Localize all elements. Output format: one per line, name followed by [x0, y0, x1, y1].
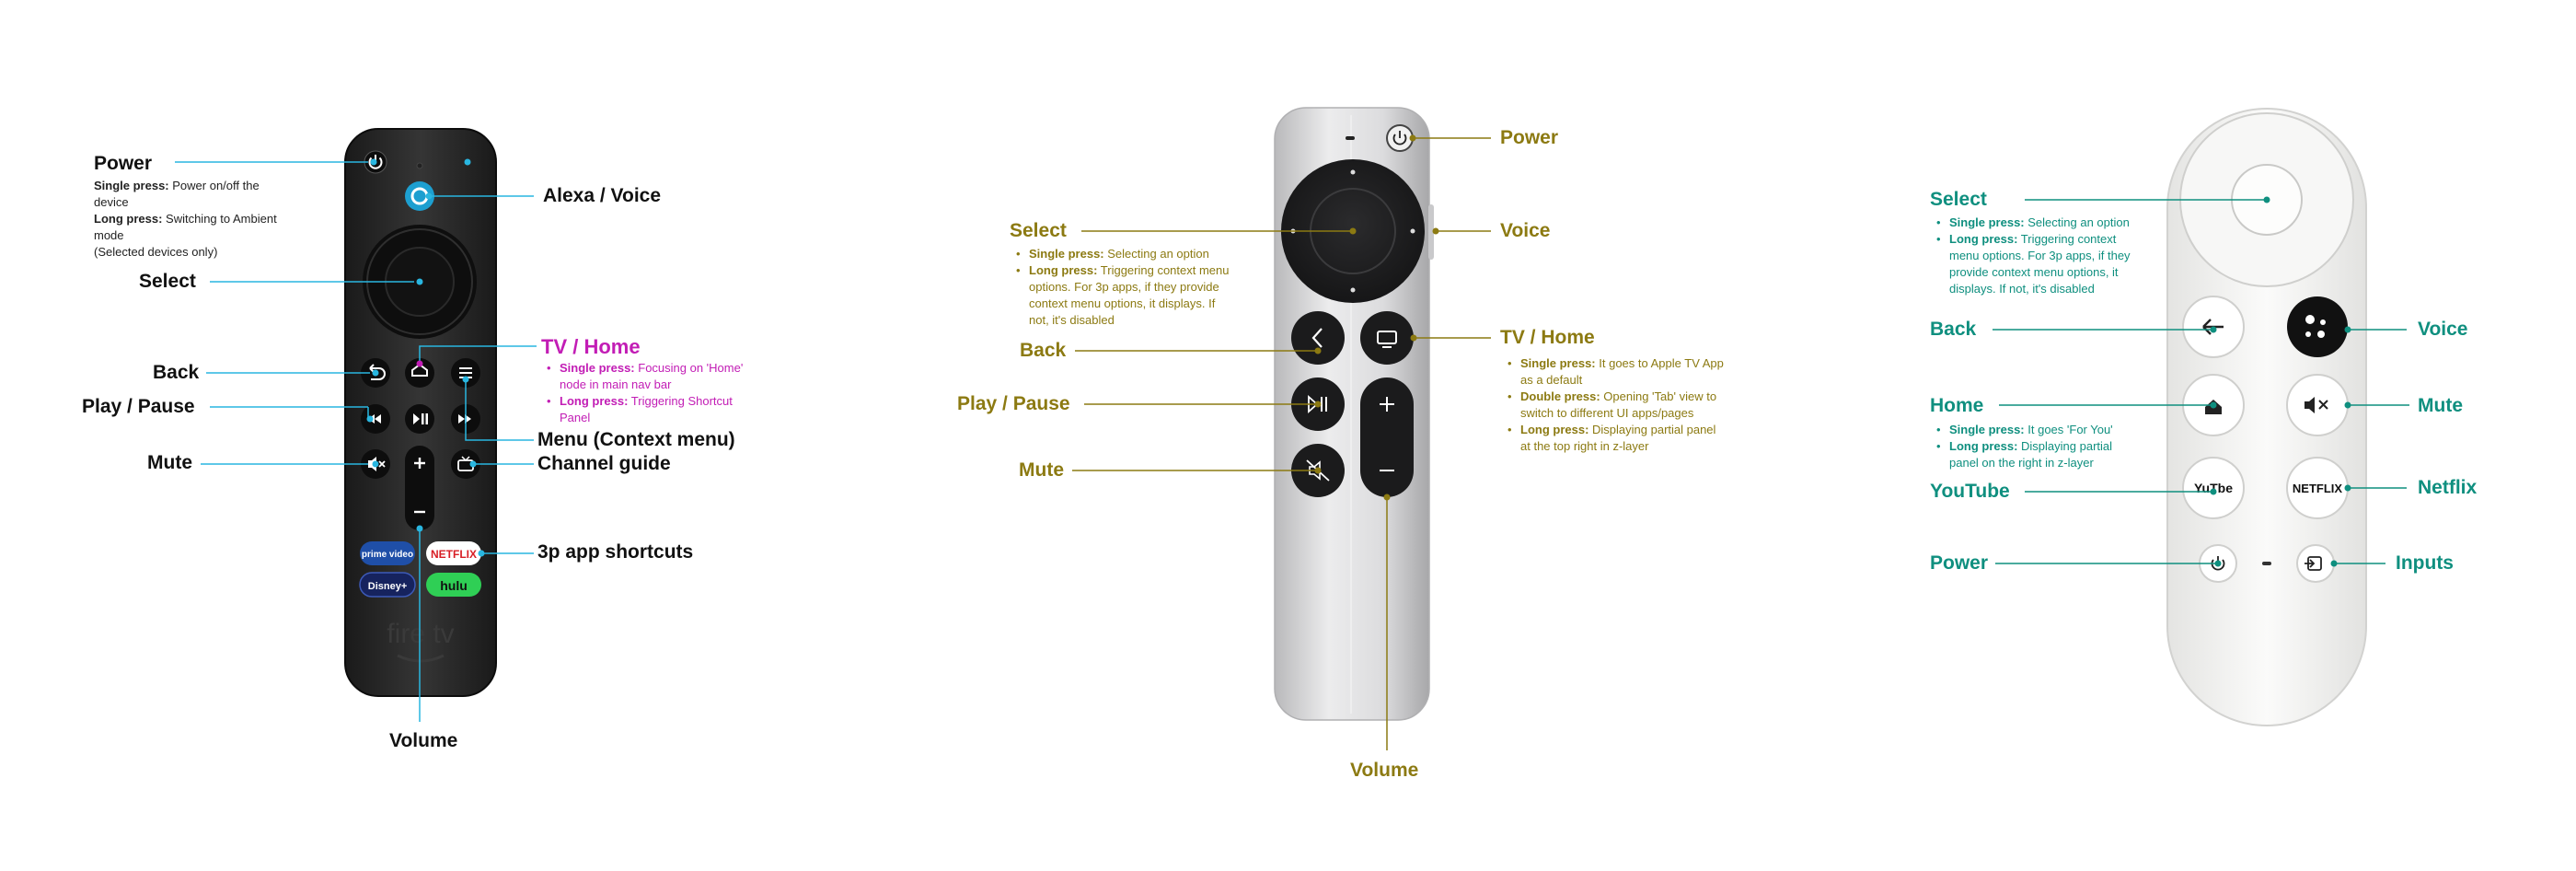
googletv-label-voice: Voice: [2418, 319, 2468, 340]
firetv-home-notes: Single press: Focusing on 'Home' node in…: [547, 360, 749, 426]
firetv-label-select: Select: [139, 271, 196, 292]
googletv-netflix-button[interactable]: NETFLIX: [2286, 457, 2349, 519]
firetv-alexa-button[interactable]: [405, 181, 434, 211]
note-row: Double press: Opening 'Tab' view to swit…: [1507, 389, 1728, 422]
note-row: Single press: It goes 'For You': [1936, 422, 2143, 438]
appletv-select-notes: Single press: Selecting an option Long p…: [1016, 246, 1237, 329]
firetv-home-button[interactable]: [405, 358, 434, 388]
appletv-remote: [1274, 107, 1434, 721]
googletv-select-notes: Single press: Selecting an option Long p…: [1936, 215, 2143, 297]
firetv-remote: prime video NETFLIX Disney+ hulu fire tv: [344, 128, 497, 697]
googletv-label-power: Power: [1930, 552, 1989, 574]
svg-text:NETFLIX: NETFLIX: [431, 548, 477, 561]
note-row: Single press: Selecting an option: [1936, 215, 2143, 231]
appletv-volume-rocker[interactable]: [1360, 377, 1414, 497]
googletv-label-inputs: Inputs: [2396, 552, 2454, 574]
firetv-shortcut-netflix[interactable]: NETFLIX: [426, 541, 481, 565]
appletv-label-voice: Voice: [1500, 220, 1551, 241]
firetv-brand-logo: fire tv: [387, 619, 454, 649]
note-row: Long press: Triggering context menu opti…: [1936, 231, 2143, 297]
appletv-home-notes: Single press: It goes to Apple TV App as…: [1507, 355, 1728, 455]
firetv-label-playpause: Play / Pause: [82, 396, 195, 417]
firetv-label-back: Back: [153, 362, 200, 383]
appletv-label-playpause: Play / Pause: [957, 393, 1070, 414]
appletv-label-tvhome: TV / Home: [1500, 327, 1595, 348]
appletv-label-volume: Volume: [1350, 760, 1419, 781]
googletv-input-button[interactable]: [2296, 544, 2335, 583]
googletv-label-youtube: YouTube: [1930, 481, 2010, 502]
firetv-label-power: Power: [94, 153, 153, 174]
appletv-label-select: Select: [1010, 220, 1067, 241]
note-row: (Selected devices only): [94, 245, 218, 259]
note-row: Single press: It goes to Apple TV App as…: [1507, 355, 1728, 389]
svg-text:NETFLIX: NETFLIX: [2293, 482, 2342, 495]
googletv-label-select: Select: [1930, 189, 1987, 210]
googletv-label-back: Back: [1930, 319, 1977, 340]
googletv-assistant-button[interactable]: [2287, 296, 2348, 357]
note-row: Long press: Displaying partial panel at …: [1507, 422, 1728, 455]
firetv-label-menu: Menu (Context menu): [537, 429, 735, 450]
appletv-voice-button[interactable]: [1428, 204, 1434, 260]
firetv-label-tvhome: TV / Home: [541, 335, 641, 358]
firetv-shortcut-prime[interactable]: prime video: [360, 541, 415, 565]
firetv-volume-rocker[interactable]: [405, 446, 434, 530]
appletv-back-button[interactable]: [1291, 311, 1345, 365]
note-row: Long press: Triggering Shortcut Panel: [547, 393, 749, 426]
googletv-youtube-button[interactable]: YuTbe: [2182, 457, 2245, 519]
appletv-label-back: Back: [1020, 340, 1067, 361]
firetv-label-mute: Mute: [147, 452, 192, 473]
googletv-label-netflix: Netflix: [2418, 477, 2478, 498]
appletv-callout-lines: [1072, 137, 1491, 750]
note-row: Long press: Switching to Ambient mode: [94, 212, 277, 242]
svg-text:Disney+: Disney+: [368, 581, 408, 592]
firetv-callout-lines: [175, 161, 537, 722]
firetv-shortcut-disney[interactable]: Disney+: [359, 572, 416, 598]
note-row: Single press: Power on/off the device: [94, 179, 260, 209]
firetv-shortcut-hulu[interactable]: hulu: [426, 573, 481, 597]
note-row: Single press: Selecting an option: [1016, 246, 1237, 262]
note-row: Long press: Triggering context menu opti…: [1016, 262, 1237, 329]
googletv-mute-button[interactable]: [2286, 374, 2349, 436]
firetv-label-apps: 3p app shortcuts: [537, 541, 694, 563]
googletv-callout-dots: [2210, 196, 2351, 567]
googletv-label-home: Home: [1930, 395, 1984, 416]
svg-text:hulu: hulu: [440, 578, 468, 593]
googletv-label-mute: Mute: [2418, 395, 2463, 416]
firetv-power-notes: Single press: Power on/off the device Lo…: [94, 178, 296, 261]
note-row: Long press: Displaying partial panel on …: [1936, 438, 2143, 471]
note-row: Single press: Focusing on 'Home' node in…: [547, 360, 749, 393]
firetv-label-alexa: Alexa / Voice: [543, 185, 662, 206]
appletv-tv-button[interactable]: [1360, 311, 1414, 365]
firetv-callout-dots: [366, 158, 485, 557]
googletv-callout-lines: [1993, 199, 2409, 564]
appletv-callout-dots: [1314, 134, 1439, 501]
appletv-label-power: Power: [1500, 127, 1559, 148]
firetv-label-volume: Volume: [389, 730, 458, 751]
appletv-label-mute: Mute: [1019, 459, 1064, 481]
firetv-label-guide: Channel guide: [537, 453, 671, 474]
googletv-home-notes: Single press: It goes 'For You' Long pre…: [1936, 422, 2143, 471]
svg-text:prime video: prime video: [362, 550, 413, 560]
firetv-guide-button[interactable]: [451, 449, 480, 479]
